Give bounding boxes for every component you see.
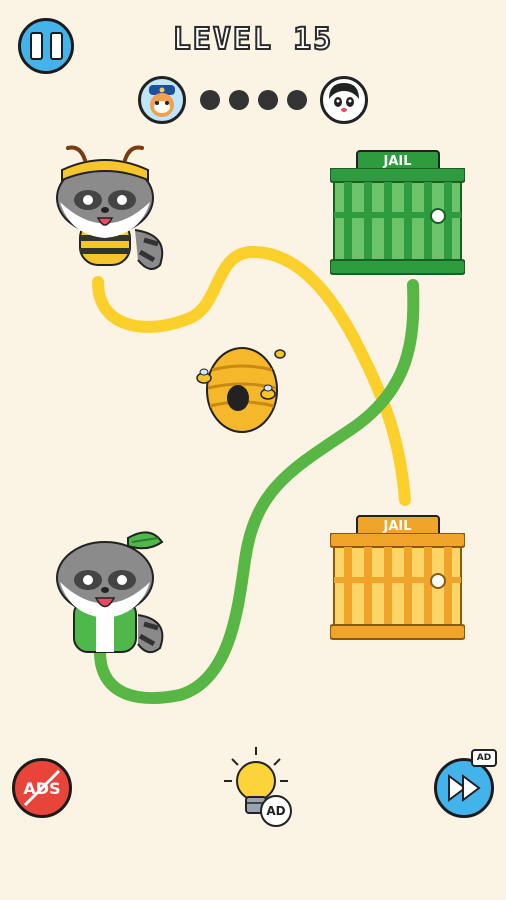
orange-jail: JAIL [330, 515, 465, 640]
beehive-obstacle [196, 347, 286, 433]
fast-forward-icon [448, 774, 481, 802]
no-ads-icon [23, 769, 61, 807]
skip-level-button[interactable]: AD [434, 749, 497, 818]
leaf-raccoon-character [56, 531, 164, 654]
progress-dot [229, 90, 249, 110]
bee-icon [274, 349, 286, 359]
no-ads-button[interactable]: ADS [12, 758, 72, 818]
bee-icon [260, 384, 276, 400]
progress-dot [258, 90, 278, 110]
pause-icon [29, 32, 43, 60]
hint-ad-badge: AD [260, 795, 292, 827]
bee-raccoon-character [56, 145, 164, 270]
hint-button[interactable]: AD [222, 745, 294, 830]
pause-button[interactable] [18, 18, 74, 74]
level-title: LEVEL 15 [172, 21, 334, 58]
skip-ad-badge: AD [471, 749, 497, 767]
police-raccoon-avatar [138, 76, 186, 124]
bee-icon [196, 368, 212, 384]
lightbulb-icon [224, 747, 288, 814]
progress-dot [200, 90, 220, 110]
green-jail: JAIL [330, 150, 465, 275]
green-path [94, 279, 420, 704]
progress-dot [287, 90, 307, 110]
panda-avatar [320, 76, 368, 124]
